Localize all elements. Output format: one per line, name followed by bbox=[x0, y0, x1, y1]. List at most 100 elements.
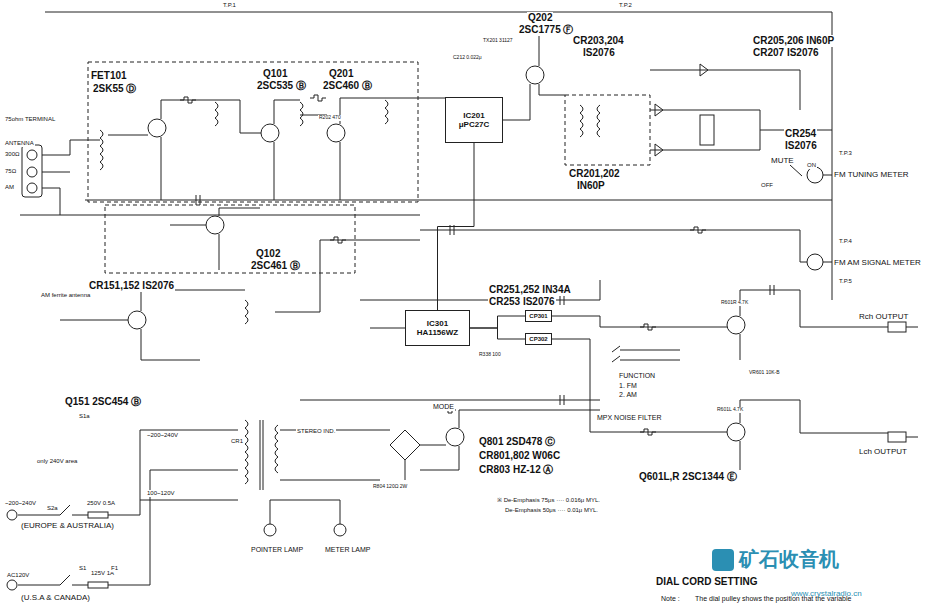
part-label: AC120V bbox=[6, 572, 30, 579]
part-label: Q101 bbox=[262, 68, 288, 80]
part-label: F1 bbox=[110, 565, 119, 572]
part-label: 250V 0.5A bbox=[86, 500, 116, 507]
output-jack bbox=[888, 432, 906, 442]
part-label: R601L 4.7K bbox=[716, 407, 744, 413]
bridge-rectifier bbox=[390, 430, 420, 460]
signal-wire bbox=[470, 316, 525, 328]
part-label: 2SC461 Ⓑ bbox=[250, 260, 301, 272]
ic-label: CP301 bbox=[529, 313, 547, 320]
part-label: CR201,202 bbox=[568, 168, 621, 180]
part-label: CR801,802 W06C bbox=[478, 450, 561, 462]
part-label: IS2076 bbox=[582, 47, 616, 59]
meter-symbol bbox=[807, 167, 823, 183]
part-label: T.P.5 bbox=[838, 278, 853, 285]
part-label: ANTENNA bbox=[4, 140, 35, 147]
part-label: T.P.1 bbox=[222, 2, 237, 9]
antenna-terminal bbox=[22, 145, 42, 197]
meter-symbol bbox=[807, 254, 823, 270]
part-label: ~200~240V bbox=[4, 500, 37, 507]
part-label: De-Emphasis 50μs ···· 0.01μ MYL. bbox=[504, 507, 599, 514]
part-label: DIAL CORD SETTING bbox=[655, 576, 758, 588]
ic-label: CP302 bbox=[529, 336, 547, 343]
part-label: FUNCTION bbox=[618, 372, 656, 380]
transistor-symbol bbox=[526, 66, 544, 84]
fuse-symbol bbox=[88, 582, 108, 588]
part-label: CR207 IS2076 bbox=[752, 47, 820, 59]
shield-box bbox=[565, 95, 650, 165]
shield-box bbox=[105, 205, 355, 273]
part-label: Q601L,R 2SC1344 Ⓔ bbox=[638, 471, 738, 483]
part-label: Rch OUTPUT bbox=[858, 312, 909, 321]
part-label: S2a bbox=[46, 505, 59, 512]
signal-wire bbox=[470, 328, 525, 339]
part-label: (EUROPE & AUSTRALIA) bbox=[20, 521, 115, 530]
transistor-symbol bbox=[446, 428, 464, 446]
part-label: 2SK55 Ⓓ bbox=[92, 83, 137, 95]
part-label: ※ De-Emphasis 75μs ···· 0.016μ MYL. bbox=[496, 497, 601, 504]
part-label: CR803 HZ-12 Ⓐ bbox=[478, 464, 554, 476]
lamp-symbol bbox=[264, 524, 276, 536]
part-label: FM AM SIGNAL METER bbox=[833, 258, 922, 267]
part-label: ON bbox=[806, 162, 817, 169]
part-label: MPX NOISE FILTER bbox=[596, 414, 662, 422]
part-label: CR253 IS2076 bbox=[488, 296, 556, 308]
part-label: IS2076 bbox=[784, 140, 818, 152]
transformer-core bbox=[260, 420, 263, 490]
part-label: Note : bbox=[660, 595, 681, 603]
part-label: CR251,252 IN34A bbox=[488, 284, 572, 296]
capacitor-symbol bbox=[196, 195, 774, 405]
part-label: MUTE bbox=[770, 156, 795, 165]
part-label: R338 100 bbox=[478, 352, 502, 358]
ic-block: IC301HA1156WZ bbox=[405, 310, 470, 346]
part-label: Q151 2SC454 Ⓑ bbox=[64, 396, 142, 408]
part-label: IN60P bbox=[576, 180, 606, 192]
part-label: Q102 bbox=[255, 248, 281, 260]
ic-label: μPC27C bbox=[459, 120, 490, 129]
part-label: T.P.3 bbox=[838, 150, 853, 157]
wire bbox=[20, 12, 918, 470]
part-label: 2. AM bbox=[618, 391, 638, 399]
mute-switch bbox=[612, 165, 802, 362]
transistor-symbol bbox=[148, 119, 166, 137]
part-label: AM ferrite antenna bbox=[40, 292, 91, 299]
part-label: S1 bbox=[78, 565, 87, 572]
ic-label: IC301 bbox=[427, 319, 448, 328]
resistor-symbol bbox=[180, 95, 706, 435]
terminal-screw bbox=[27, 167, 37, 177]
part-label: 1. FM bbox=[618, 382, 638, 390]
part-label: www.crystalradio.cn bbox=[790, 589, 863, 598]
ic-block: CP301 bbox=[525, 310, 552, 322]
terminal-screw bbox=[27, 183, 37, 193]
signal-wire bbox=[438, 143, 475, 310]
part-label: CR254 bbox=[784, 128, 817, 140]
part-label: OFF bbox=[760, 182, 774, 189]
part-label: AM bbox=[4, 184, 15, 191]
power-plug bbox=[7, 510, 17, 520]
terminal-screw bbox=[27, 150, 37, 160]
part-label: (U.S.A & CANADA) bbox=[20, 593, 91, 602]
transistor-symbol bbox=[206, 216, 224, 234]
part-label: MODE bbox=[432, 403, 455, 411]
part-label: R804 120Ω 2W bbox=[372, 484, 408, 490]
ic-label: HA1156WZ bbox=[417, 328, 458, 337]
part-label: Q201 bbox=[328, 68, 354, 80]
part-label: CR151,152 IS2076 bbox=[88, 280, 175, 292]
part-label: T.P.4 bbox=[838, 238, 853, 245]
part-label: 100~120V bbox=[146, 490, 176, 497]
part-label: only 240V area bbox=[36, 458, 78, 465]
part-label: T.P.2 bbox=[618, 2, 633, 9]
part-label: 2SC1775 Ⓕ bbox=[518, 24, 574, 36]
part-label: Lch OUTPUT bbox=[858, 447, 908, 456]
part-label: FM TUNING METER bbox=[833, 170, 910, 179]
filter-symbol bbox=[700, 115, 714, 145]
part-label: FET101 bbox=[90, 70, 128, 82]
ic-block: CP302 bbox=[525, 333, 552, 345]
transistor-symbol bbox=[327, 124, 345, 142]
part-label: VR601 10K-B bbox=[748, 370, 781, 376]
output-jack bbox=[888, 322, 906, 332]
transistor-symbol bbox=[727, 423, 745, 441]
ic-label: IC201 bbox=[463, 111, 484, 120]
